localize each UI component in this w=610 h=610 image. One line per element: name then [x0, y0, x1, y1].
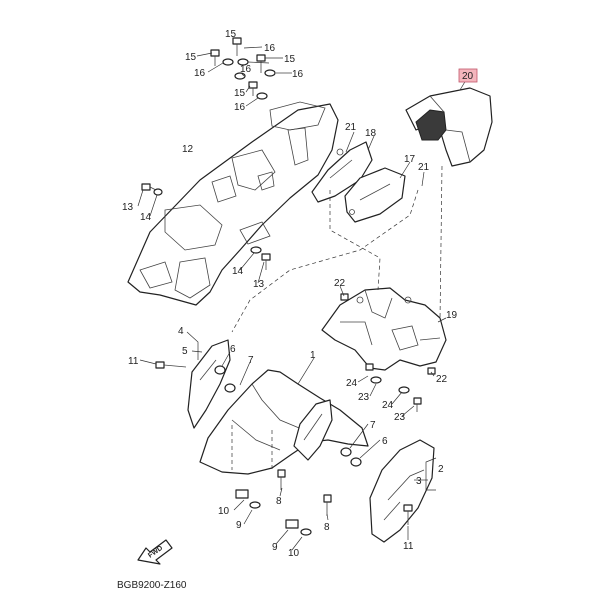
callout-14: 14	[232, 266, 244, 277]
callout-6: 6	[382, 436, 388, 447]
callout-5: 5	[182, 346, 188, 357]
callout-numbers: 15 16 15 15 16 16 16 15 16 20 21 18 17 2…	[122, 29, 478, 559]
fork-cover-right	[293, 399, 362, 467]
rear-fender-part-12	[127, 101, 339, 306]
bolts-13-14	[141, 183, 271, 270]
side-cover-part-2	[369, 439, 435, 543]
front-fender-part-1	[199, 369, 369, 475]
callout-6: 6	[230, 344, 236, 355]
callout-23: 23	[394, 412, 406, 423]
callout-1: 1	[310, 350, 316, 361]
fork-cover-left	[187, 339, 236, 429]
callout-3: 3	[416, 476, 422, 487]
hardware-22-23-24	[340, 293, 436, 412]
callout-16: 16	[194, 68, 206, 79]
callout-15: 15	[234, 88, 246, 99]
callout-23: 23	[358, 392, 370, 403]
callout-22: 22	[436, 374, 448, 385]
callout-21: 21	[418, 162, 430, 173]
callout-17: 17	[404, 154, 416, 165]
callout-8: 8	[324, 522, 330, 533]
callout-18: 18	[365, 128, 377, 139]
callout-22: 22	[334, 278, 346, 289]
callout-19: 19	[446, 310, 458, 321]
callout-10: 10	[288, 548, 300, 559]
callout-2: 2	[438, 464, 444, 475]
diagram-code: BGB9200-Z160	[117, 580, 187, 591]
callout-13: 13	[253, 279, 265, 290]
callout-7: 7	[248, 355, 254, 366]
hardware-8-9-10	[235, 469, 332, 536]
callout-11: 11	[128, 356, 139, 367]
callout-16: 16	[292, 69, 304, 80]
bracket-part-18	[311, 141, 373, 203]
callout-11: 11	[403, 541, 414, 552]
callout-21: 21	[345, 122, 357, 133]
callout-16: 16	[240, 64, 252, 75]
callout-12: 12	[182, 144, 194, 155]
callout-10: 10	[218, 506, 230, 517]
callout-20: 20	[462, 71, 474, 82]
callout-15: 15	[284, 54, 296, 65]
callout-15: 15	[185, 52, 197, 63]
callout-15: 15	[225, 29, 237, 40]
callout-9: 9	[272, 542, 278, 553]
callout-16: 16	[234, 102, 246, 113]
callout-13: 13	[122, 202, 134, 213]
bracket-part-19	[321, 287, 447, 371]
bracket-part-17	[344, 167, 406, 223]
callout-8: 8	[276, 496, 282, 507]
highlight-box	[458, 68, 478, 83]
bolts-11	[155, 361, 413, 525]
callout-24: 24	[346, 378, 358, 389]
callout-9: 9	[236, 520, 242, 531]
fwd-arrow-icon: FWD	[137, 539, 173, 565]
callout-16: 16	[264, 43, 276, 54]
callout-14: 14	[140, 212, 152, 223]
callout-4: 4	[178, 326, 184, 337]
callout-24: 24	[382, 400, 394, 411]
callout-7: 7	[370, 420, 376, 431]
leader-lines	[137, 46, 467, 551]
cover-part-20	[405, 87, 493, 167]
